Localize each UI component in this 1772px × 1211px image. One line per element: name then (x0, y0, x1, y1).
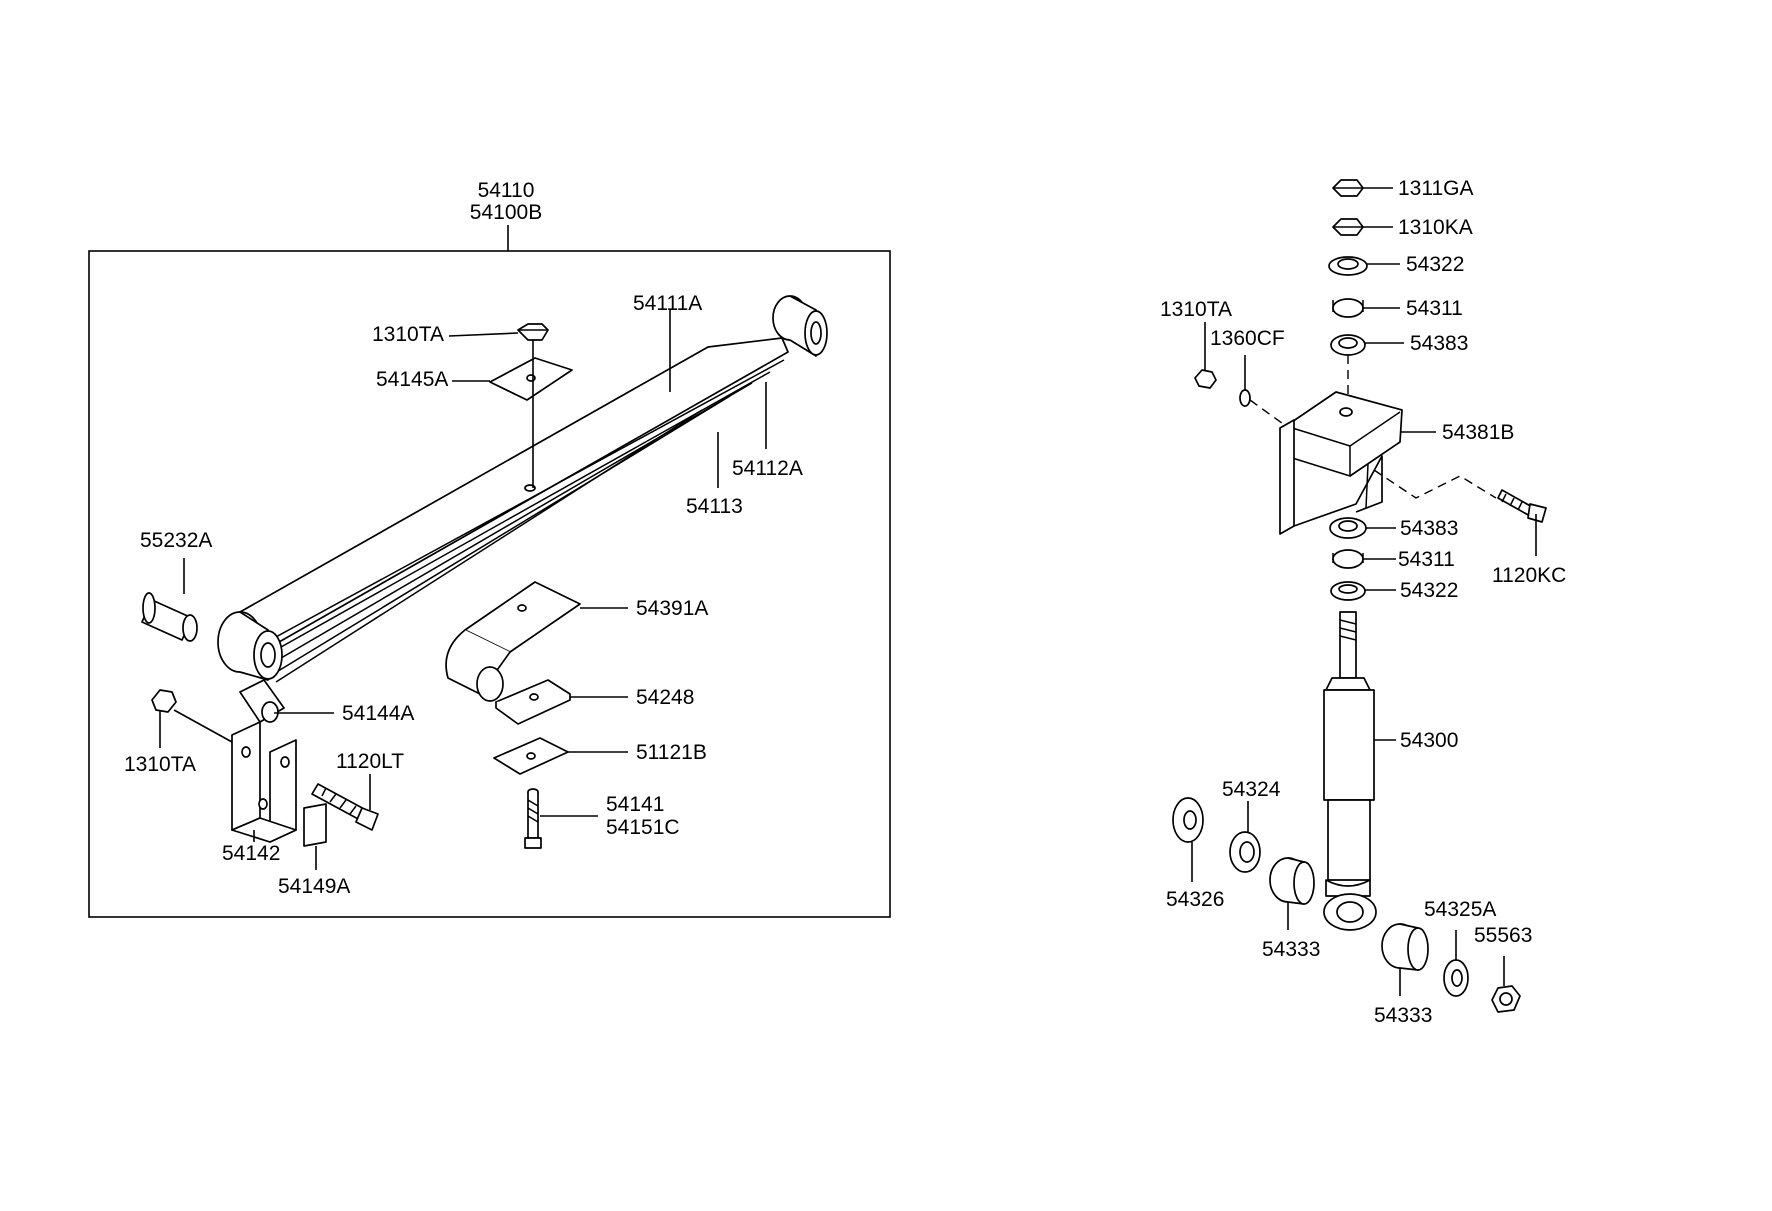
pad-icon (495, 679, 571, 725)
label-absorber: 54300 (1400, 729, 1458, 752)
shackle-nut-icon (151, 689, 177, 713)
label-bolt-shackle: 1120LT (336, 750, 404, 773)
label-bolt-u-1: 54141 (606, 793, 664, 816)
label-bush-top: 54311 (1406, 297, 1463, 320)
label-washer-eye-3: 54325A (1424, 898, 1496, 921)
label-shackle: 54142 (222, 842, 280, 865)
label-bushing: 55232A (140, 529, 212, 552)
bracket-washer-icon (1239, 389, 1251, 407)
top-washer-icon (1328, 256, 1368, 276)
label-leaf-second: 54112A (732, 457, 803, 480)
label-bolt-bracket: 1120KC (1492, 564, 1566, 587)
label-washer-bracket: 1360CF (1210, 327, 1285, 350)
bracket-icon (1279, 391, 1403, 535)
bracket-bolt-icon (1497, 489, 1547, 523)
bushing-icon (141, 592, 198, 642)
label-pad: 54248 (636, 686, 694, 709)
shackle-plate-icon (303, 803, 327, 847)
label-bush-eye-1: 54333 (1262, 938, 1320, 961)
rear-eye (772, 295, 828, 357)
plate-top-icon (489, 357, 573, 401)
low-retainer-icon (1329, 517, 1367, 539)
label-nut-top-left: 1310TA (372, 323, 444, 346)
shackle-pin-icon (239, 679, 285, 723)
top-nut-1-icon (1332, 179, 1364, 197)
hex-nut-top-icon (517, 323, 549, 341)
plate-lower-icon (493, 737, 569, 775)
group-frame (88, 250, 891, 918)
group-title-2: 54100B (470, 201, 542, 224)
group-title-1: 54110 (478, 179, 535, 202)
spring-seat-icon (445, 581, 581, 702)
top-nut-2-icon (1332, 218, 1364, 236)
label-retainer-top: 54383 (1410, 332, 1468, 355)
label-plate-top: 54145A (376, 368, 448, 391)
eye-bush-1-icon (1269, 857, 1315, 905)
top-retainer-icon (1330, 334, 1366, 356)
label-bracket: 54381B (1442, 421, 1514, 444)
shackle-bolt-icon (311, 783, 379, 831)
label-bush-eye-2: 54333 (1374, 1004, 1432, 1027)
label-bolt-u-2: 54151C (606, 816, 680, 839)
label-leaf-third: 54113 (686, 495, 743, 518)
label-pin-shackle: 54144A (342, 702, 414, 725)
label-plate-lower: 51121B (636, 741, 707, 764)
label-washer-eye-1: 54324 (1222, 778, 1281, 801)
label-washer-low: 54322 (1400, 579, 1458, 602)
low-washer-icon (1330, 581, 1366, 601)
label-shackle-plate: 54149A (278, 875, 350, 898)
label-nut-eye: 55563 (1474, 924, 1532, 947)
shackle-icon (231, 721, 297, 843)
leaf-spring (217, 295, 828, 683)
eye-nut-icon (1491, 985, 1521, 1013)
label-bush-low: 54311 (1398, 548, 1455, 571)
top-bush-icon (1332, 298, 1364, 318)
bolt-vertical-icon (524, 788, 542, 849)
eye-bush-2-icon (1381, 923, 1429, 971)
front-eye (217, 611, 283, 681)
bracket-nut-icon (1194, 369, 1217, 389)
shock-absorber-icon (1323, 611, 1377, 931)
label-washer-top: 54322 (1406, 253, 1464, 276)
label-nut-top-1: 1311GA (1398, 177, 1474, 200)
label-nut-top-2: 1310KA (1398, 216, 1473, 239)
label-leaf-main: 54111A (633, 292, 702, 315)
label-nut-shackle: 1310TA (124, 753, 196, 776)
label-retainer-low: 54383 (1400, 517, 1458, 540)
eye-washer-inner-icon (1229, 831, 1261, 873)
label-seat: 54391A (636, 597, 708, 620)
label-washer-eye-2: 54326 (1166, 888, 1224, 911)
label-nut-bracket: 1310TA (1160, 298, 1232, 321)
low-bush-icon (1332, 549, 1364, 569)
eye-washer-3-icon (1443, 959, 1469, 997)
eye-washer-outer-icon (1172, 797, 1204, 843)
